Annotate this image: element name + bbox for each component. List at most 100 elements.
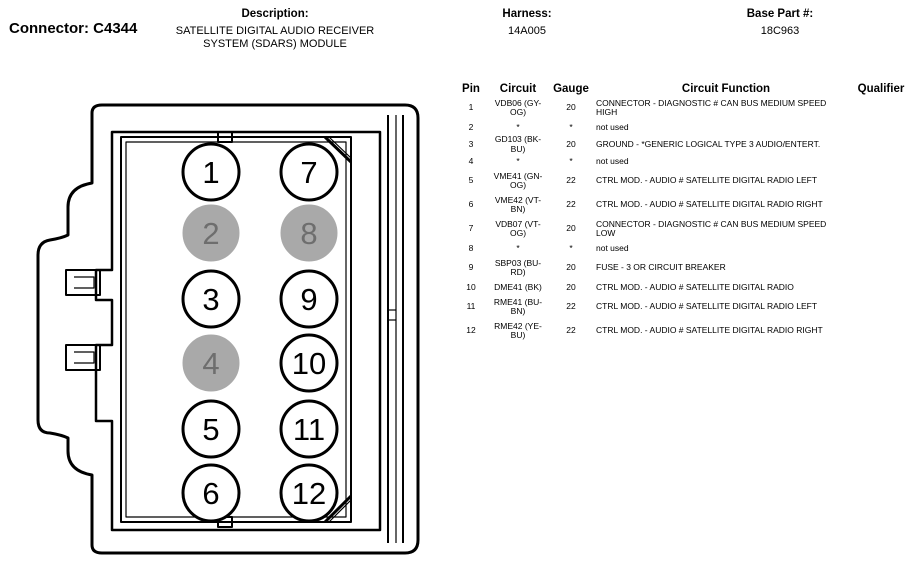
cell-circuit-function: CTRL MOD. - AUDIO # SATELLITE DIGITAL RA… — [596, 199, 823, 210]
cell-gauge: 20 — [566, 138, 576, 149]
pin-label: 9 — [300, 282, 317, 317]
description-line: SATELLITE DIGITAL AUDIO RECEIVER — [175, 25, 375, 37]
table-row: 1 VDB06 (GY-OG) 20 CONNECTOR - DIAGNOSTIC #… — [454, 96, 906, 120]
cell-gauge: * — [569, 242, 573, 253]
pin-circle — [181, 463, 241, 523]
pin-circle — [279, 463, 339, 523]
cell-circuit: SBP03 (BU-RD) — [494, 257, 542, 277]
cell-pin: 4 — [468, 155, 474, 166]
cell-gauge: 22 — [566, 199, 576, 210]
pin-table: Pin Circuit Gauge Circuit Function Quali… — [454, 82, 906, 343]
cell-circuit: VDB06 (GY-OG) — [494, 97, 542, 117]
table-row: 8**not used — [454, 241, 906, 256]
cell-gauge: * — [569, 121, 573, 132]
cell-circuit: RME41 (BU-BN) — [493, 296, 543, 316]
pin-circle — [279, 142, 339, 202]
cell-qualifier — [856, 135, 906, 154]
cell-qualifier — [856, 169, 906, 193]
pin-1: 1 — [181, 142, 241, 202]
cell-gauge: 20 — [566, 102, 576, 113]
cell-qualifier — [856, 280, 906, 295]
cell-pin: 8 — [468, 242, 474, 253]
cell-pin: 6 — [468, 199, 474, 210]
cell-circuit-function: CONNECTOR - DIAGNOSTIC # CAN BUS MEDIUM … — [596, 97, 827, 117]
cell-pin: 1 — [468, 102, 474, 113]
cell-circuit-function: not used — [596, 155, 629, 166]
cell-circuit: * — [516, 121, 520, 132]
harness-value: 14A005 — [508, 25, 546, 37]
cell-circuit: VDB07 (VT-OG) — [495, 218, 541, 238]
cell-qualifier — [856, 217, 906, 241]
cell-pin: 9 — [468, 262, 474, 273]
pin-label: 11 — [293, 412, 325, 447]
table-row: 7 VDB07 (VT-OG) 20 CONNECTOR - DIAGNOSTIC #… — [454, 217, 906, 241]
pin-label: 2 — [202, 216, 219, 251]
pin-4: 4 — [182, 334, 240, 392]
cell-pin: 10 — [466, 281, 476, 292]
pin-label: 8 — [300, 216, 317, 251]
table-row: 2 * * not used — [454, 120, 906, 135]
cell-gauge: 22 — [566, 301, 576, 312]
cell-circuit: VME42 (VT-BN) — [494, 194, 542, 214]
pin-circle — [280, 204, 338, 262]
cell-pin: 12 — [466, 325, 476, 336]
table-header-row: Pin Circuit Gauge Circuit Function Quali… — [454, 82, 906, 96]
description-value: SATELLITE DIGITAL AUDIO RECEIVER SYSTEM … — [150, 25, 400, 51]
pin-circle — [279, 399, 339, 459]
description-label: Description: — [241, 8, 309, 20]
pin-circle — [279, 269, 339, 329]
cell-qualifier — [856, 154, 906, 169]
harness-label: Harness: — [502, 8, 552, 20]
cell-circuit-function: CTRL MOD. - AUDIO # SATELLITE DIGITAL RA… — [596, 301, 818, 312]
cell-pin: 3 — [468, 138, 474, 149]
pin-label: 5 — [202, 412, 219, 447]
cell-pin: 7 — [468, 223, 474, 234]
cell-circuit-function: not used — [596, 121, 629, 132]
base-part-label: Base Part #: — [746, 8, 814, 20]
cell-gauge: * — [569, 155, 573, 166]
connector-housing — [36, 103, 420, 555]
pin-7: 7 — [279, 142, 339, 202]
pin-circle — [182, 334, 240, 392]
cell-circuit-function: not used — [596, 242, 629, 253]
cell-circuit-function: FUSE - 3 OR CIRCUIT BREAKER — [596, 262, 726, 273]
table-row: 6 VME42 (VT-BN) 22 CTRL MOD. - AUDIO # SATE… — [454, 193, 906, 217]
cell-qualifier — [856, 295, 906, 319]
pin-label: 10 — [292, 346, 326, 381]
cell-gauge: 20 — [566, 281, 576, 292]
header-pin: Pin — [462, 83, 480, 95]
pin-8: 8 — [280, 204, 338, 262]
cell-circuit-function: GROUND - *GENERIC LOGICAL TYPE 3 AUDIO/E… — [596, 138, 821, 149]
cell-gauge: 22 — [566, 175, 576, 186]
cell-pin: 2 — [468, 121, 474, 132]
cell-circuit-function: CTRL MOD. - AUDIO # SATELLITE DIGITAL RA… — [596, 325, 823, 336]
cell-circuit: * — [516, 155, 520, 166]
pin-10: 10 — [279, 333, 339, 393]
pin-label: 4 — [202, 346, 219, 381]
cell-circuit: RME42 (YE-BU) — [494, 320, 542, 340]
header-gauge: Gauge — [553, 83, 589, 95]
pin-circle — [279, 333, 339, 393]
cell-gauge: 20 — [566, 223, 576, 234]
pin-2: 2 — [182, 204, 240, 262]
table-row: 4 * * not used — [454, 154, 906, 169]
cell-circuit-function: CONNECTOR - DIAGNOSTIC # CAN BUS MEDIUM … — [596, 218, 827, 238]
base-part-value: 18C963 — [760, 25, 800, 37]
cell-qualifier — [856, 193, 906, 217]
pin-label: 7 — [300, 155, 317, 190]
pin-3: 3 — [181, 269, 241, 329]
cell-qualifier — [856, 256, 906, 280]
connector-title: Connector: C4344 — [9, 20, 138, 37]
cell-circuit: DME41 (BK) — [494, 281, 542, 292]
header-circuit-function: Circuit Function — [681, 83, 771, 95]
pin-9: 9 — [279, 269, 339, 329]
pin-circle — [181, 399, 241, 459]
cell-pin: 5 — [468, 175, 474, 186]
pin-label: 1 — [202, 155, 219, 190]
